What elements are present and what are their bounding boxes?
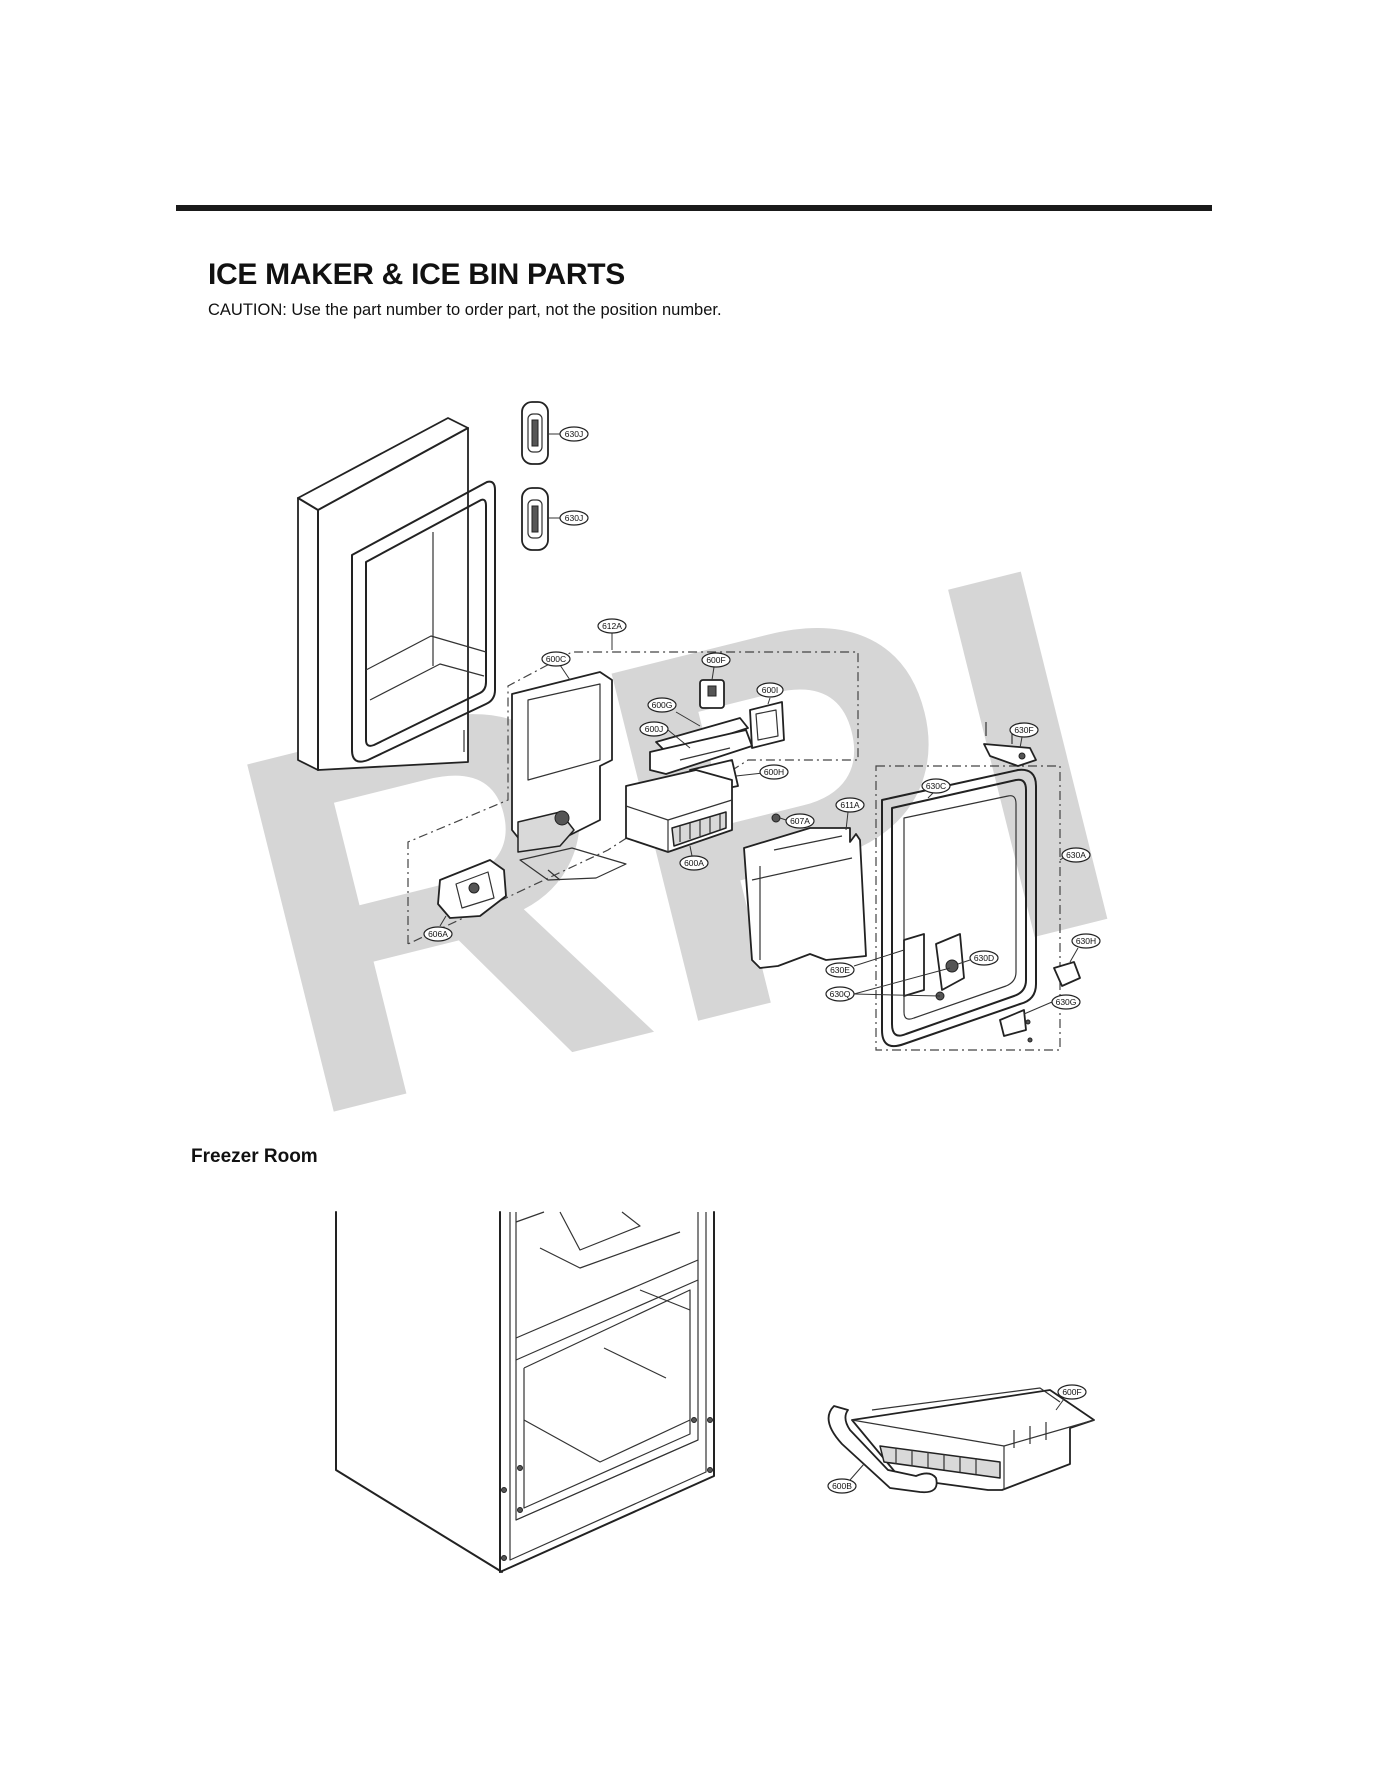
callout-630c: 630C xyxy=(921,778,951,799)
callout-630g: 630G xyxy=(1023,994,1081,1015)
callout-600f: 600F xyxy=(701,652,731,681)
svg-text:606A: 606A xyxy=(428,929,448,939)
assembly-outline-630a xyxy=(875,765,1061,1051)
callout-600i: 600I xyxy=(756,682,784,705)
callout-600g: 600G xyxy=(647,697,701,727)
svg-text:630J: 630J xyxy=(565,513,583,523)
callout-630h: 630H xyxy=(1069,933,1101,963)
svg-text:600C: 600C xyxy=(546,654,566,664)
cover-600j xyxy=(649,729,753,775)
callout-630d: 630D xyxy=(957,950,999,966)
svg-text:600H: 600H xyxy=(764,767,784,777)
screw-607a xyxy=(771,813,781,823)
freezer-cabinet-illustration xyxy=(335,1211,715,1573)
page-title: ICE MAKER & ICE BIN PARTS xyxy=(208,258,625,291)
gasket-600i xyxy=(749,701,785,749)
svg-text:630H: 630H xyxy=(1076,936,1096,946)
svg-text:630J: 630J xyxy=(565,429,583,439)
callout-606a: 606A xyxy=(423,915,453,942)
spacer-630j-upper xyxy=(521,401,549,465)
svg-text:630E: 630E xyxy=(830,965,850,975)
callout-611a: 611A xyxy=(835,797,865,831)
hinge-630f xyxy=(983,722,1037,767)
ice-maker-600a xyxy=(625,769,733,853)
callout-630e: 630E xyxy=(825,949,905,978)
svg-text:630D: 630D xyxy=(974,953,994,963)
svg-text:630A: 630A xyxy=(1066,850,1086,860)
svg-text:600J: 600J xyxy=(645,724,663,734)
svg-text:600F: 600F xyxy=(1062,1387,1081,1397)
ice-bin-611a xyxy=(743,827,867,969)
svg-text:600A: 600A xyxy=(684,858,704,868)
motor-cover-600f xyxy=(699,679,725,709)
caution-note: CAUTION: Use the part number to order pa… xyxy=(208,301,722,319)
svg-text:611A: 611A xyxy=(840,800,860,810)
svg-text:630G: 630G xyxy=(1056,997,1077,1007)
svg-text:607A: 607A xyxy=(790,816,810,826)
callout-630f: 630F xyxy=(1009,722,1039,749)
callout-630j-2: 630J xyxy=(548,510,589,526)
callout-630a: 630A xyxy=(1059,847,1091,863)
svg-text:600B: 600B xyxy=(832,1481,852,1491)
svg-text:630F: 630F xyxy=(1014,725,1033,735)
door-gasket-630c xyxy=(881,768,1037,1048)
svg-text:612A: 612A xyxy=(602,621,622,631)
callout-lower-600f: 600F xyxy=(1055,1384,1087,1411)
lever-606a xyxy=(437,859,507,919)
callout-600c: 600C xyxy=(541,651,571,681)
callout-600a: 600A xyxy=(679,845,709,871)
spacer-630j-lower xyxy=(521,487,549,551)
callout-600j: 600J xyxy=(639,721,691,749)
assembly-outline-612a xyxy=(407,651,859,945)
svg-text:600G: 600G xyxy=(652,700,673,710)
header-rule xyxy=(176,205,1212,211)
callout-630q: 630Q xyxy=(825,967,951,1002)
callout-600h: 600H xyxy=(735,764,789,780)
bracket-600c xyxy=(511,671,627,881)
callout-lower-600b: 600B xyxy=(827,1463,865,1494)
callout-612a: 612A xyxy=(597,618,627,650)
callout-630j-1: 630J xyxy=(548,426,589,442)
section-label-freezer-room: Freezer Room xyxy=(191,1146,318,1167)
door-panel-illustration xyxy=(297,417,496,771)
svg-text:600I: 600I xyxy=(762,685,779,695)
svg-text:630Q: 630Q xyxy=(830,989,851,999)
ice-maker-lower-illustration xyxy=(827,1387,1095,1494)
svg-text:630C: 630C xyxy=(926,781,946,791)
svg-text:600F: 600F xyxy=(706,655,725,665)
callout-607a: 607A xyxy=(779,813,815,829)
bracket-630g xyxy=(999,1009,1033,1043)
latch-630h xyxy=(1053,961,1081,987)
